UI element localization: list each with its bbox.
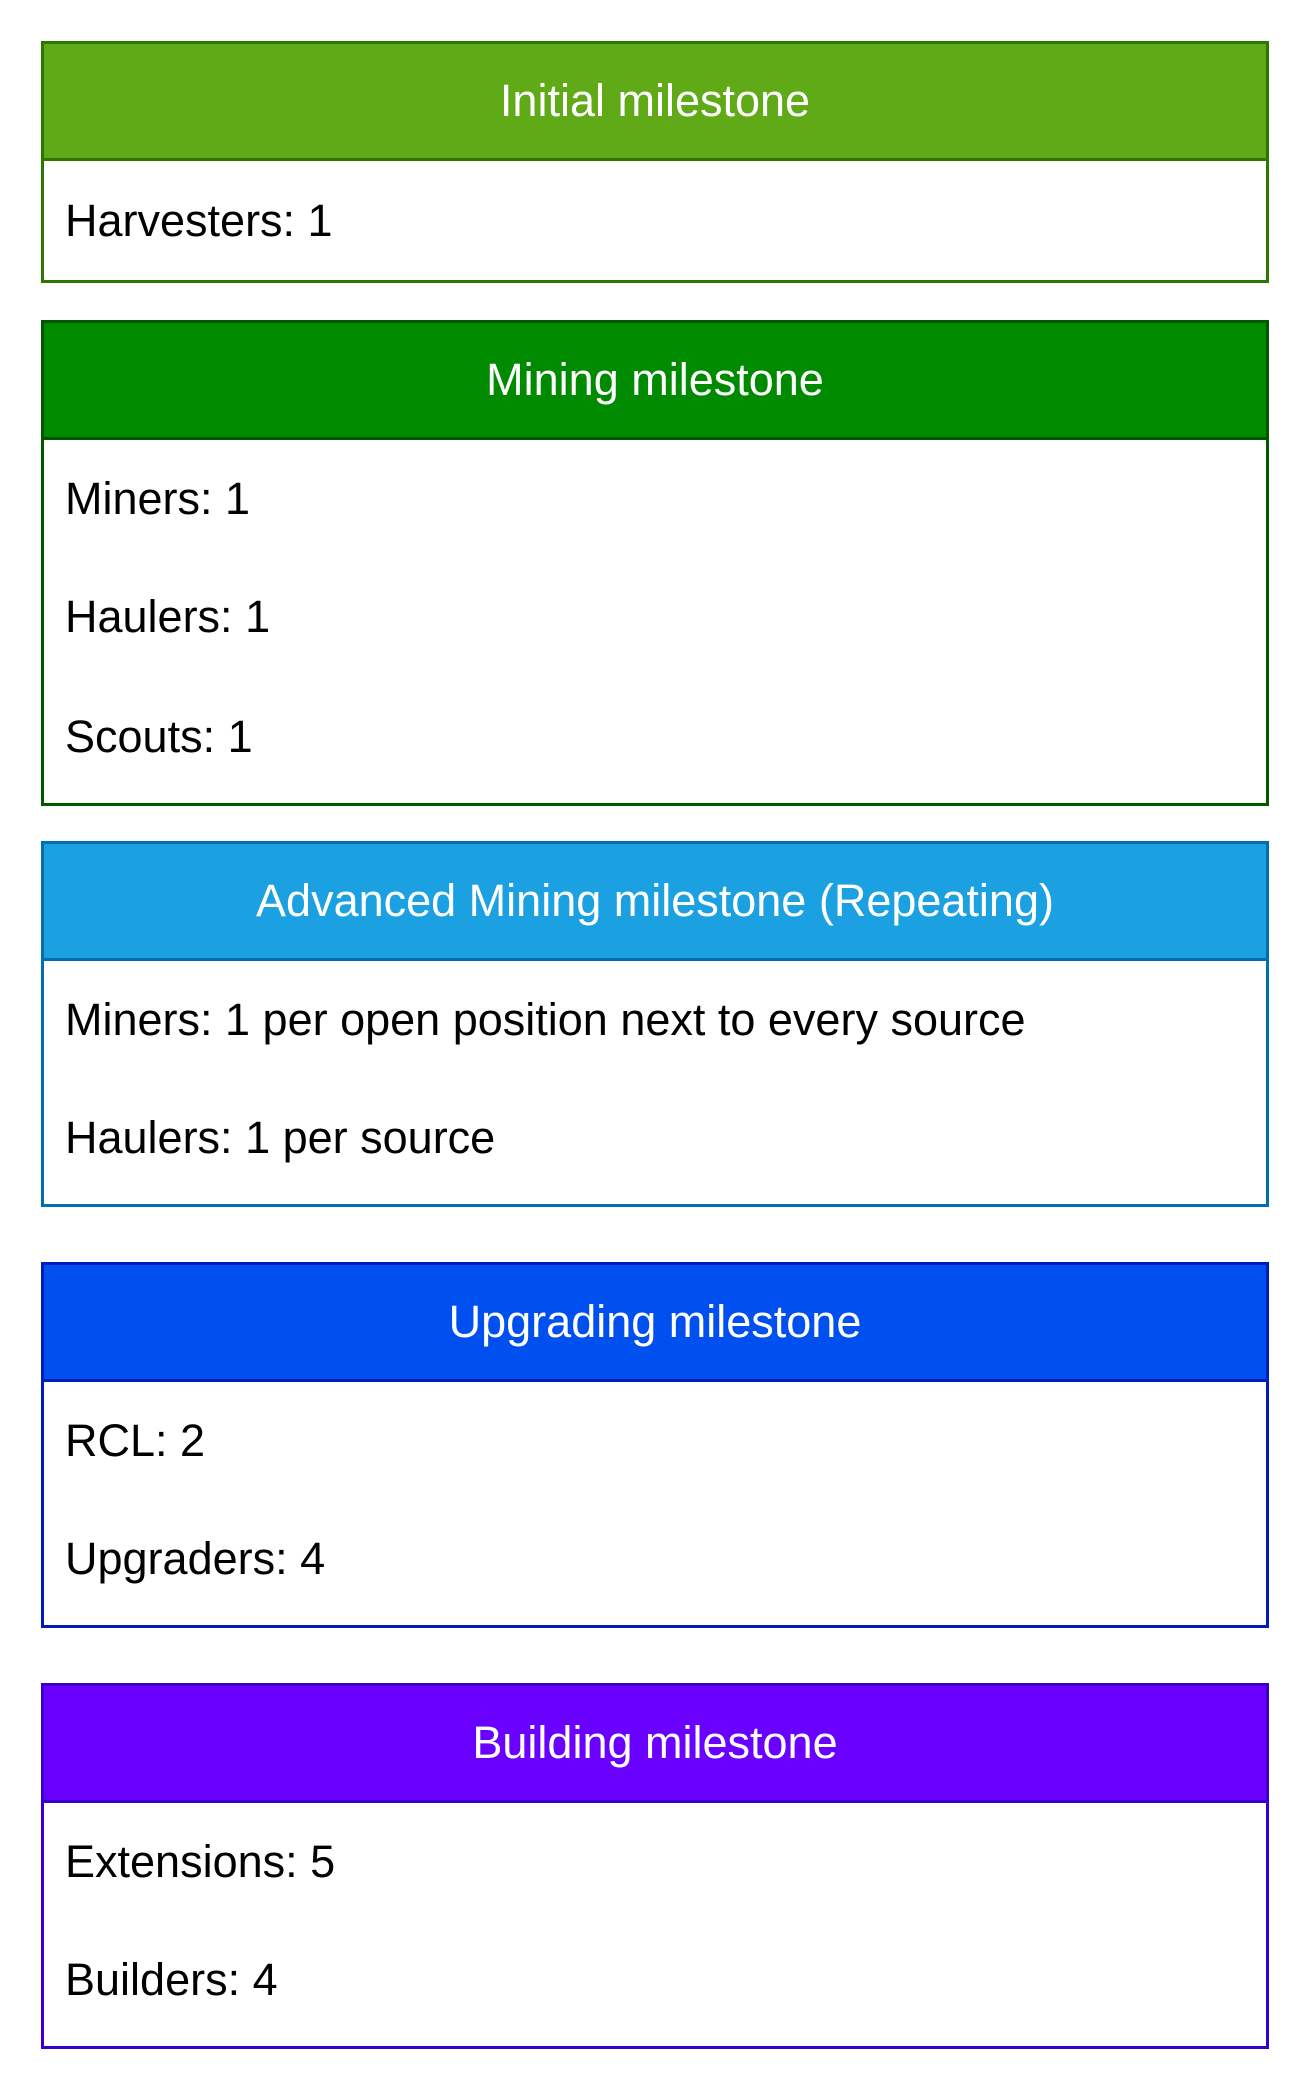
- mining-milestone-title: Mining milestone: [486, 354, 824, 405]
- upgrading-milestone-title: Upgrading milestone: [448, 1296, 862, 1347]
- initial-milestone-item: Harvesters: 1: [65, 194, 333, 246]
- upgrading-milestone-item: Upgraders: 4: [65, 1533, 326, 1584]
- building-milestone-item: Builders: 4: [65, 1954, 278, 2005]
- mining-milestone-item: Haulers: 1: [65, 591, 271, 642]
- upgrading-milestone-header: Upgrading milestone: [44, 1265, 1266, 1382]
- advanced-mining-milestone-item: Haulers: 1 per source: [65, 1112, 496, 1163]
- upgrading-milestone-box: Upgrading milestone RCL: 2 Upgraders: 4: [41, 1262, 1269, 1628]
- mining-milestone-box: Mining milestone Miners: 1 Haulers: 1 Sc…: [41, 320, 1269, 806]
- advanced-mining-milestone-box: Advanced Mining milestone (Repeating) Mi…: [41, 841, 1269, 1207]
- mining-milestone-item: Miners: 1: [65, 472, 251, 524]
- building-milestone-box: Building milestone Extensions: 5 Builder…: [41, 1683, 1269, 2049]
- building-milestone-title: Building milestone: [472, 1717, 838, 1768]
- building-milestone-header: Building milestone: [44, 1686, 1266, 1803]
- mining-milestone-item: Scouts: 1: [65, 711, 253, 762]
- initial-milestone-title: Initial milestone: [499, 75, 811, 126]
- advanced-mining-milestone-title: Advanced Mining milestone (Repeating): [256, 875, 1054, 926]
- upgrading-milestone-item: RCL: 2: [65, 1414, 206, 1466]
- advanced-mining-milestone-item: Miners: 1 per open position next to ever…: [65, 993, 1026, 1045]
- advanced-mining-milestone-header: Advanced Mining milestone (Repeating): [44, 844, 1266, 961]
- mining-milestone-header: Mining milestone: [44, 323, 1266, 440]
- building-milestone-item: Extensions: 5: [65, 1835, 336, 1887]
- initial-milestone-box: Initial milestone Harvesters: 1: [41, 41, 1269, 283]
- initial-milestone-header: Initial milestone: [44, 44, 1266, 161]
